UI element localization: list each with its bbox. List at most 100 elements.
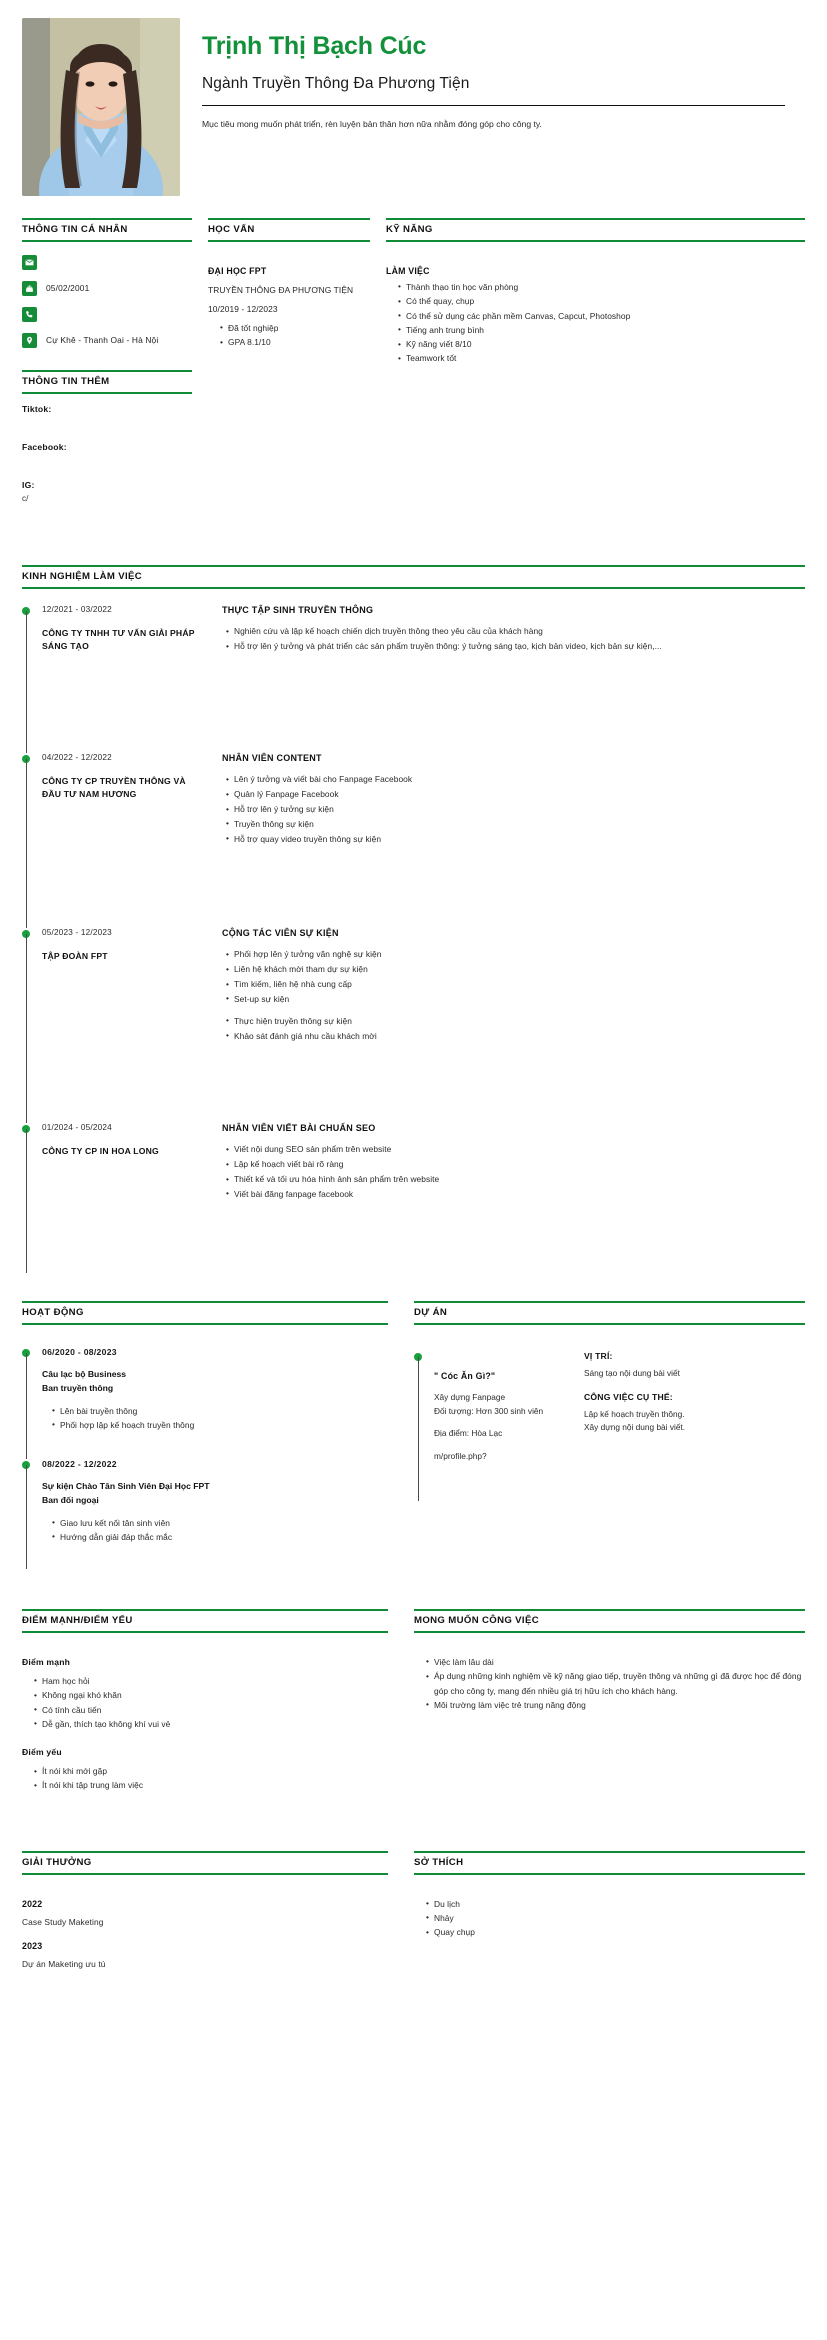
list-item: Hỗ trợ quay video truyền thông sự kiện: [226, 831, 805, 847]
list-item: Nhảy: [426, 1910, 805, 1925]
award-name: Dự án Maketing ưu tú: [22, 1958, 106, 1969]
skills-group-title: LÀM VIỆC: [386, 265, 430, 276]
section-strengths-weaknesses: ĐIỂM MẠNH/ĐIỂM YẾU: [22, 1609, 388, 1633]
project-position-label: VỊ TRÍ:: [584, 1351, 613, 1362]
extra-value[interactable]: [22, 455, 192, 466]
location-pin-icon: [22, 332, 37, 348]
skills-list: Thành thạo tin học văn phòng Có thể quay…: [386, 279, 805, 366]
list-item: Nghiên cứu và lập kế hoạch chiến dịch tr…: [226, 624, 805, 639]
cake-icon: [22, 280, 37, 296]
section-title: HOẠT ĐỘNG: [22, 1307, 84, 1319]
projects-column: DỰ ÁN " Cóc Ăn Gì?" Xây dựng Fanpage Đối…: [414, 1301, 805, 1569]
list-item: Hỗ trợ lên ý tưởng và phát triển các sản…: [226, 639, 805, 654]
extra-label: IG:: [22, 479, 35, 490]
contact-row-email: [22, 252, 192, 273]
strengths-wishes-band: ĐIỂM MẠNH/ĐIỂM YẾU Điểm mạnh Ham học hỏi…: [0, 1609, 827, 1809]
experience-bullets-extra: Thực hiện truyền thông sự kiện Khảo sát …: [222, 1013, 805, 1044]
page-title: Trịnh Thị Bạch Cúc: [202, 32, 427, 60]
extra-value[interactable]: [22, 417, 192, 428]
list-item: Quay chụp: [426, 1925, 805, 1940]
list-item: Tìm kiếm, liên hệ nhà cung cấp: [226, 977, 805, 992]
left-column: THÔNG TIN CÁ NHÂN 05/02/2001: [22, 218, 208, 519]
list-item: Có thể quay, chụp: [398, 294, 805, 309]
section-skills: KỸ NĂNG: [386, 218, 805, 242]
experience-timeline: 12/2021 - 03/2022 CÔNG TY TNHH TƯ VẤN GI…: [22, 605, 805, 1274]
section-title: KINH NGHIỆM LÀM VIỆC: [22, 571, 142, 583]
experience-item: 04/2022 - 12/2022 CÔNG TY CP TRUYỀN THÔN…: [22, 753, 805, 929]
job-wishes-column: MONG MUỐN CÔNG VIỆC Việc làm lâu dài Áp …: [414, 1609, 805, 1809]
timeline-rail: [22, 1123, 33, 1274]
list-item: Teamwork tốt: [398, 351, 805, 366]
experience-role: THỰC TẬP SINH TRUYỀN THÔNG: [222, 605, 374, 616]
contact-row-birthday: 05/02/2001: [22, 278, 192, 299]
project-line: Đối tượng: Hơn 300 sinh viên: [434, 1405, 544, 1416]
activity-name-line1: Câu lạc bộ Business: [42, 1369, 127, 1380]
experience-meta: 05/2023 - 12/2023 TẬP ĐOÀN FPT: [42, 928, 220, 1123]
education-column: HỌC VẤN ĐẠI HỌC FPT TRUYỀN THÔNG ĐA PHƯƠ…: [208, 218, 386, 519]
project-url[interactable]: m/profile.php?: [434, 1451, 487, 1462]
project-title: " Cóc Ăn Gì?": [434, 1371, 496, 1382]
list-item: Thiết kế và tối ưu hóa hình ảnh sản phẩm…: [226, 1172, 805, 1187]
activity-dates: 06/2020 - 08/2023: [42, 1347, 117, 1358]
birthday-value: 05/02/2001: [46, 282, 90, 293]
skills-column: KỸ NĂNG LÀM VIỆC Thành thạo tin học văn …: [386, 218, 805, 519]
list-item: Ít nói khi mới gặp: [34, 1764, 388, 1779]
profile-photo: [22, 18, 180, 196]
extra-value[interactable]: c/: [22, 493, 29, 503]
list-item: Quản lý Fanpage Facebook: [226, 787, 805, 802]
experience-bullets: Viết nội dung SEO sản phẩm trên website …: [222, 1142, 805, 1202]
project-duties-value: Lập kế hoạch truyền thông. Xây dựng nội …: [584, 1408, 686, 1433]
extra-label: Facebook:: [22, 441, 67, 452]
section-title: THÔNG TIN CÁ NHÂN: [22, 224, 128, 235]
envelope-icon: [22, 254, 37, 270]
experience-item: 01/2024 - 05/2024 CÔNG TY CP IN HOA LONG…: [22, 1123, 805, 1274]
extra-info-list: Tiktok: Facebook: IG: c/: [22, 404, 192, 505]
section-title: MONG MUỐN CÔNG VIỆC: [414, 1615, 539, 1627]
list-item: GPA 8.1/10: [220, 335, 370, 350]
list-item: Thành thạo tin học văn phòng: [398, 279, 805, 294]
cv-header: Trịnh Thị Bạch Cúc Ngành Truyền Thông Đa…: [0, 0, 827, 196]
project-location: Địa điểm: Hòa Lạc: [434, 1428, 503, 1439]
list-item: Dễ gần, thích tạo không khí vui vẻ: [34, 1716, 388, 1731]
list-item: Có tính cầu tiến: [34, 1702, 388, 1717]
list-item: Có thể sử dụng các phần mềm Canvas, Capc…: [398, 308, 805, 323]
extra-item-ig: IG: c/: [22, 480, 192, 505]
list-item: Đã tốt nghiệp: [220, 320, 370, 335]
timeline-rail: [22, 1347, 33, 1460]
activity-name: Sự kiện Chào Tân Sinh Viên Đại Học FPT B…: [42, 1480, 388, 1508]
section-experience: KINH NGHIỆM LÀM VIỆC: [22, 565, 805, 590]
education-major: TRUYỀN THÔNG ĐA PHƯƠNG TIỆN: [208, 284, 354, 295]
timeline-rail: [22, 753, 33, 929]
project-summary: " Cóc Ăn Gì?" Xây dựng Fanpage Đối tượng…: [434, 1351, 566, 1501]
timeline-rail: [22, 928, 33, 1124]
extra-item-tiktok: Tiktok:: [22, 404, 192, 428]
list-item: Truyền thông sự kiện: [226, 816, 805, 832]
timeline-rail: [414, 1351, 425, 1502]
list-item: Việc làm lâu dài: [426, 1654, 805, 1669]
activity-bullets: Giao lưu kết nối tân sinh viên Hướng dẫn…: [42, 1515, 388, 1545]
list-item: Lập kế hoạch viết bài rõ ràng: [226, 1157, 805, 1172]
experience-org: CÔNG TY CP IN HOA LONG: [42, 1146, 159, 1157]
award-year: 2022: [22, 1898, 43, 1909]
experience-bullets: Phối hợp lên ý tưởng văn nghệ sự kiện Li…: [222, 947, 805, 1007]
project-item: " Cóc Ăn Gì?" Xây dựng Fanpage Đối tượng…: [414, 1351, 805, 1502]
awards-column: GIẢI THƯỞNG 2022 Case Study Maketing 202…: [22, 1850, 414, 1983]
list-item: Không ngại khó khăn: [34, 1688, 388, 1703]
experience-dates: 01/2024 - 05/2024: [42, 1123, 112, 1133]
experience-dates: 05/2023 - 12/2023: [42, 928, 112, 938]
section-job-wishes: MONG MUỐN CÔNG VIỆC: [414, 1609, 805, 1633]
section-hobbies: SỞ THÍCH: [414, 1850, 805, 1875]
activity-name-line2: Ban truyền thông: [42, 1382, 114, 1393]
list-item: Tiếng anh trung bình: [398, 322, 805, 337]
award-name: Case Study Maketing: [22, 1916, 104, 1927]
section-awards: GIẢI THƯỞNG: [22, 1850, 388, 1875]
list-item: Ít nói khi tập trung làm việc: [34, 1778, 388, 1793]
header-divider: [202, 104, 785, 106]
education-bullets: Đã tốt nghiệp GPA 8.1/10: [208, 320, 370, 350]
section-title: GIẢI THƯỞNG: [22, 1856, 92, 1868]
timeline-line: [25, 1465, 27, 1570]
list-item: Du lịch: [426, 1896, 805, 1911]
weaknesses-list: Ít nói khi mới gặp Ít nói khi tập trung …: [22, 1764, 388, 1793]
education-dates: 10/2019 - 12/2023: [208, 303, 278, 314]
